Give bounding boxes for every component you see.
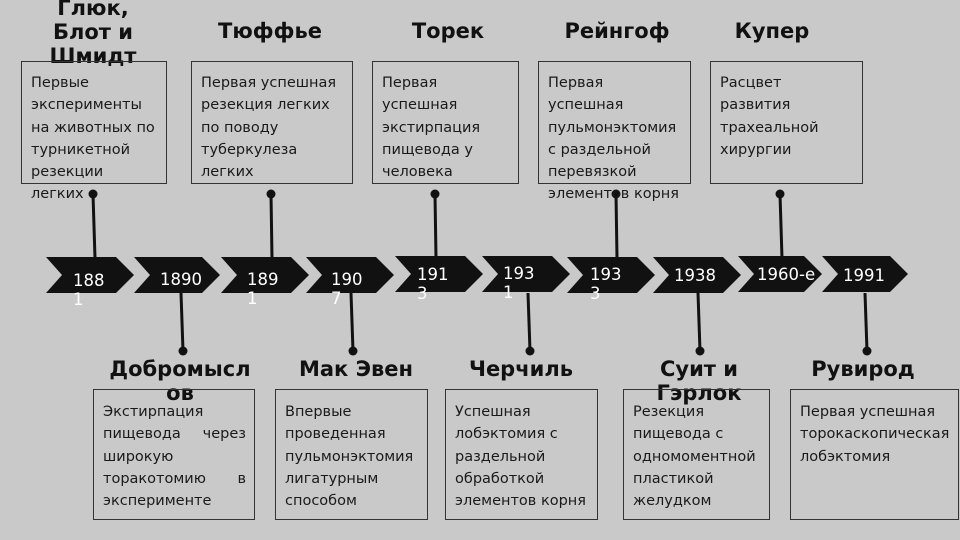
connector-dot <box>430 189 440 199</box>
year-label: 189 1 <box>247 270 279 308</box>
timeline-chevron <box>653 257 741 293</box>
event-description-top: Расцвет развития трахеальной хирургии <box>710 61 863 184</box>
connector-dot <box>695 346 705 356</box>
timeline-chevron <box>822 256 908 292</box>
connector-line <box>433 193 438 259</box>
event-name-bottom: Суит и Гэрлок <box>656 357 742 405</box>
event-name-bottom: Добромысл ов <box>109 357 251 405</box>
event-description-bottom: Успешная лобэктомия с раздельной обработ… <box>445 389 598 520</box>
connector-dot <box>525 346 535 356</box>
timeline-chevron <box>306 257 394 293</box>
event-description-top: Первые эксперименты на животных по турни… <box>21 61 167 202</box>
connector-line <box>179 292 185 352</box>
event-description-bottom: Резекция пищевода с одномоментной пласти… <box>623 389 770 520</box>
timeline-chevron <box>221 257 309 293</box>
year-label: 1960-е <box>757 265 816 284</box>
event-name-bottom: Мак Эвен <box>298 357 414 381</box>
connector-line <box>526 292 532 352</box>
connector-line <box>91 193 97 259</box>
timeline-chevron <box>46 257 134 293</box>
connector-line <box>614 193 619 259</box>
connector-dot <box>88 189 98 199</box>
connector-line <box>269 193 274 259</box>
connector-line <box>696 292 702 352</box>
year-label: 193 1 <box>503 264 535 302</box>
connector-dot <box>178 346 188 356</box>
event-description-bottom: Экстирпация пищевода через широкую торак… <box>93 389 255 520</box>
event-name-top: Рейнгоф <box>564 19 670 43</box>
event-name-top: Глюк, Блот и Шмидт <box>49 0 137 68</box>
connector-dot <box>611 189 621 199</box>
event-name-top: Тюффье <box>218 19 322 43</box>
connector-dot <box>348 346 358 356</box>
event-name-top: Торек <box>411 19 485 43</box>
event-description-top: Первая успешная резекция легких по повод… <box>191 61 353 184</box>
connector-dot <box>266 189 276 199</box>
connector-dot <box>775 189 785 199</box>
event-name-top: Купер <box>734 19 810 43</box>
year-label: 1938 <box>674 266 716 285</box>
event-description-bottom: Первая успешная торокаскопическая лобэкт… <box>790 389 959 520</box>
connector-line <box>863 292 869 352</box>
event-name-bottom: Рувирод <box>811 357 915 381</box>
year-label: 191 3 <box>417 265 449 303</box>
connector-dot <box>862 346 872 356</box>
connector-line <box>349 292 355 352</box>
timeline-chevron <box>482 256 570 292</box>
year-label: 190 7 <box>331 270 363 308</box>
event-description-top: Первая успешная пульмонэктомия с раздель… <box>538 61 691 202</box>
timeline-chevron <box>567 257 655 293</box>
year-label: 1991 <box>843 266 885 285</box>
timeline-chevron <box>134 257 220 293</box>
connector-line <box>778 193 784 259</box>
event-description-top: Первая успешная экстирпация пищевода у ч… <box>372 61 519 184</box>
timeline-chevron <box>738 256 822 292</box>
timeline-chevron <box>395 256 483 292</box>
year-label: 193 3 <box>590 265 622 303</box>
event-name-bottom: Черчиль <box>468 357 574 381</box>
event-description-bottom: Впервые проведенная пульмонэктомия лигат… <box>275 389 428 520</box>
year-label: 1890 <box>160 270 202 289</box>
year-label: 188 1 <box>73 271 105 309</box>
